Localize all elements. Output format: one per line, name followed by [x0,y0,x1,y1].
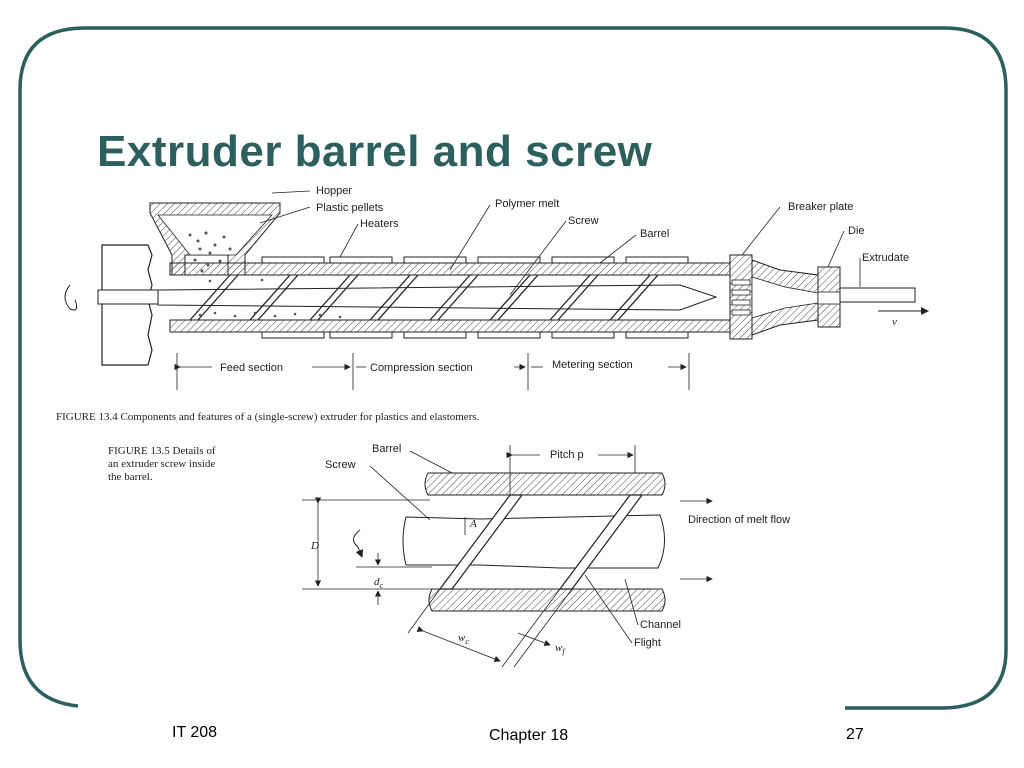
label-extrudate: Extrudate [862,252,909,264]
drive-block [101,244,153,366]
footer-course: IT 208 [172,724,218,741]
screw-flights [189,274,659,321]
velocity-label: v [892,316,897,328]
label-channel: Channel [640,619,681,631]
label-breaker-plate: Breaker plate [788,201,853,213]
figure-13-5: FIGURE 13.5 Details of an extruder screw… [108,443,790,668]
figure-13-5-caption-line-1: FIGURE 13.5 Details of [108,445,216,457]
barrel-bottom [169,319,731,333]
label-polymer-melt: Polymer melt [495,198,559,210]
frame-border [18,26,1008,710]
label-flight: Flight [634,637,661,649]
label-feed-section: Feed section [220,362,283,374]
label-metering-section: Metering section [552,359,633,371]
barrel-top-wall [424,472,666,496]
label-melt-flow: Direction of melt flow [688,514,790,526]
section-dimensions [174,353,690,390]
feed-pellets [198,278,342,319]
label-plastic-pellets: Plastic pellets [316,202,384,214]
label-diameter: D [310,540,319,552]
heaters [261,256,689,339]
drive-shaft [97,289,159,305]
extrudate [839,287,916,303]
label-barrel-detail: Barrel [372,443,401,455]
label-channel-width: wc [458,632,469,646]
footer-page-number: 27 [846,726,864,743]
label-screw-detail: Screw [325,459,356,471]
figure-13-5-caption-line-2: an extruder screw inside [108,458,215,470]
extruder-diagram: v Hopper Plastic pellets Heaters Polymer… [56,185,929,668]
label-pitch: Pitch p [550,449,584,461]
label-die: Die [848,225,865,237]
footer-chapter: Chapter 18 [489,727,569,744]
label-screw: Screw [568,215,599,227]
label-channel-depth: dc [374,576,384,590]
die-opening [817,291,841,305]
figure-13-4-caption: FIGURE 13.4 Components and features of a… [56,411,480,423]
hopper-inner [157,214,273,256]
barrel-bottom-wall [428,588,666,612]
label-helix-angle: A [469,518,477,530]
label-heaters: Heaters [360,218,399,230]
callouts [259,190,861,296]
figure-13-4: v Hopper Plastic pellets Heaters Polymer… [56,185,929,423]
screw-rotation-arrow [353,529,364,558]
slide-title: Extruder barrel and screw [97,127,653,176]
label-hopper: Hopper [316,185,352,197]
label-compression-section: Compression section [370,362,473,374]
barrel-top [169,262,731,276]
screw-body [402,514,665,569]
screw-flights-detail [438,494,644,590]
figure-13-5-caption-line-3: the barrel. [108,471,153,483]
label-barrel: Barrel [640,228,669,240]
breaker-plate [729,254,753,340]
label-flight-width: wf [555,642,566,656]
screw-root [157,284,718,311]
rotation-arrow [64,284,78,311]
